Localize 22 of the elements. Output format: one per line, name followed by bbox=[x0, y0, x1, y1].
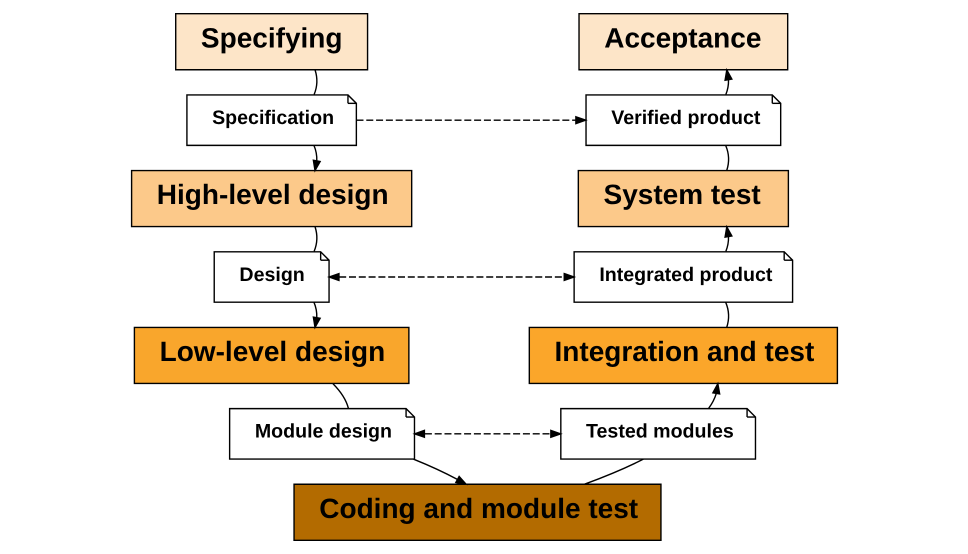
connector bbox=[724, 145, 729, 171]
connector bbox=[584, 458, 644, 485]
arrow bbox=[724, 68, 732, 95]
connector bbox=[312, 70, 317, 95]
arrow bbox=[724, 224, 732, 252]
connector bbox=[724, 302, 729, 328]
node-box: Low-level design bbox=[133, 326, 410, 384]
arrow bbox=[412, 429, 562, 438]
connector bbox=[332, 383, 349, 408]
connector bbox=[312, 226, 317, 252]
arrow bbox=[412, 458, 468, 486]
node-box: Integration and test bbox=[528, 326, 838, 384]
arrow bbox=[356, 116, 588, 125]
node-box: System test bbox=[577, 170, 789, 228]
arrow bbox=[708, 382, 720, 409]
node-box: Specifying bbox=[174, 13, 368, 70]
node-box: Acceptance bbox=[578, 13, 788, 70]
arrow bbox=[312, 145, 321, 173]
arrow bbox=[326, 272, 576, 282]
node-box: Coding and module test bbox=[292, 484, 662, 541]
node-box: High-level design bbox=[130, 170, 412, 228]
arrow bbox=[312, 302, 321, 330]
